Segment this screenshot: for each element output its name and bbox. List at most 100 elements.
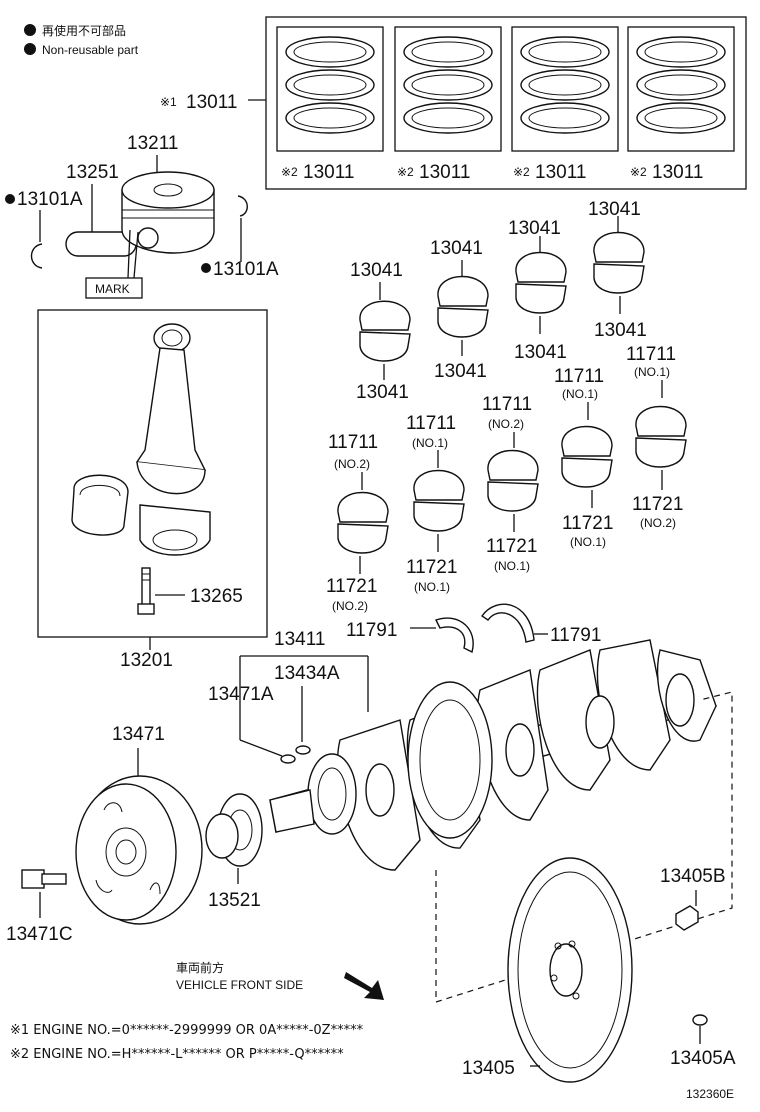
svg-text:※2: ※2 [281, 165, 298, 179]
rod-bearing-pair-1[interactable]: 13041 13041 [350, 260, 411, 403]
timing-gear-number[interactable]: 13521 [208, 890, 261, 911]
crankshaft-callouts: 13411 13434A 13471A [208, 629, 369, 757]
piston-ring-box: ※1 13011 ※2 13011 ※2 13011 ※2 13011 [160, 16, 747, 190]
rod-bearing-pair-2[interactable]: 13041 13041 [430, 238, 489, 382]
svg-text:11711[interactable]: 11711 [626, 344, 676, 365]
flywheel-mount-outline [435, 691, 733, 1003]
svg-text:(NO.1): (NO.1) [414, 580, 450, 594]
main-bearing-pair-1[interactable]: 11711 (NO.2) 11721 (NO.2) [326, 432, 389, 613]
svg-text:11791[interactable]: 11791 [550, 625, 601, 646]
svg-text:(NO.1): (NO.1) [412, 436, 448, 450]
svg-text:11711[interactable]: 11711 [482, 394, 532, 415]
direction-indicator: 車両前方 VEHICLE FRONT SIDE [176, 960, 384, 1000]
mark-box [85, 277, 143, 299]
svg-text:(NO.1): (NO.1) [570, 535, 606, 549]
rod-bearing-pair-4[interactable]: 13041 13041 [588, 199, 647, 341]
main-bearing-pair-3[interactable]: 11711 (NO.2) 11721 (NO.1) [482, 394, 539, 573]
illustration-code: 132360E [686, 1087, 734, 1101]
crank-keys[interactable] [280, 745, 311, 764]
svg-text:13041[interactable]: 13041 [594, 320, 647, 341]
crank-key-a-number[interactable]: 13434A [274, 663, 340, 684]
svg-text:11721[interactable]: 11721 [486, 536, 537, 557]
pulley-number[interactable]: 13471 [112, 724, 165, 745]
svg-text:※2: ※2 [630, 165, 647, 179]
snap-ring-right[interactable] [237, 195, 248, 217]
svg-text:(NO.1): (NO.1) [634, 365, 670, 379]
svg-text:(NO.2): (NO.2) [640, 516, 676, 530]
rod-bolt-number[interactable]: 13265 [190, 586, 243, 607]
snap-ring-left[interactable] [30, 243, 43, 269]
svg-text:(NO.1): (NO.1) [494, 559, 530, 573]
ring-set-1[interactable]: ※2 13011 [276, 26, 384, 183]
svg-text:※2: ※2 [513, 165, 530, 179]
pulley-bolt[interactable]: 13471C [6, 869, 73, 945]
svg-text:11711[interactable]: 11711 [554, 366, 604, 387]
legend-en: Non-reusable part [42, 43, 139, 57]
svg-text:11721[interactable]: 11721 [406, 557, 457, 578]
footnotes: ※1 ENGINE NO.=0******-2999999 OR 0A*****… [10, 1023, 364, 1062]
flywheel-plug-number[interactable]: 13405A [670, 1048, 736, 1069]
ring-set-number[interactable]: 13011 [303, 162, 354, 183]
legend: 再使用不可部品 Non-reusable part [24, 23, 139, 57]
svg-text:13041[interactable]: 13041 [430, 238, 483, 259]
svg-text:(NO.2): (NO.2) [334, 457, 370, 471]
ring-set-number[interactable]: 13011 [419, 162, 470, 183]
svg-text:13041[interactable]: 13041 [508, 218, 561, 239]
svg-text:11711[interactable]: 11711 [406, 413, 456, 434]
svg-text:11791[interactable]: 11791 [346, 620, 397, 641]
timing-gear[interactable]: 13521 [205, 793, 263, 911]
main-bearing-pair-5[interactable]: 11711 (NO.1) 11721 (NO.2) [626, 344, 687, 530]
ring-set-number[interactable]: 13011 [652, 162, 703, 183]
snap-ring-number[interactable]: 13101A [17, 189, 83, 210]
svg-text:11721[interactable]: 11721 [326, 576, 377, 597]
crankshaft[interactable] [269, 639, 718, 871]
svg-text:(NO.2): (NO.2) [332, 599, 368, 613]
direction-en: VEHICLE FRONT SIDE [176, 978, 303, 992]
crankshaft-number[interactable]: 13411 [274, 629, 325, 650]
svg-text:11721[interactable]: 11721 [632, 494, 683, 515]
ring-set-3[interactable]: ※2 13011 [511, 26, 619, 183]
flywheel-bolt[interactable]: 13405B [660, 866, 726, 931]
svg-text:11711[interactable]: 11711 [328, 432, 378, 453]
ring-set-4[interactable]: ※2 13011 [627, 26, 735, 183]
connecting-rod[interactable] [135, 323, 211, 556]
rod-bearing-shell[interactable] [71, 474, 129, 536]
rod-assembly-number[interactable]: 13201 [120, 650, 173, 671]
piston-pin-number[interactable]: 13251 [66, 162, 119, 183]
svg-text:(NO.1): (NO.1) [562, 387, 598, 401]
main-bearing-pair-4[interactable]: 11711 (NO.1) 11721 (NO.1) [554, 366, 613, 549]
ring-callout-number[interactable]: 13011 [186, 92, 237, 113]
ring-set-number[interactable]: 13011 [535, 162, 586, 183]
piston-number[interactable]: 13211 [127, 133, 178, 154]
legend-jp: 再使用不可部品 [42, 23, 126, 38]
thrust-washer-1[interactable] [435, 617, 474, 654]
svg-text:13041[interactable]: 13041 [356, 382, 409, 403]
direction-jp: 車両前方 [176, 960, 224, 975]
pulley-bolt-number[interactable]: 13471C [6, 924, 73, 945]
piston-assembly: 13211 13251 13101A 13101A MARK [5, 133, 279, 299]
svg-text:13041[interactable]: 13041 [588, 199, 641, 220]
flywheel[interactable]: 13405 [462, 857, 633, 1083]
flywheel-bolt-number[interactable]: 13405B [660, 866, 726, 887]
non-reusable-dot-icon [24, 43, 36, 55]
footnote-1: ※1 ENGINE NO.=0******-2999999 OR 0A*****… [10, 1023, 364, 1038]
svg-text:※2: ※2 [397, 165, 414, 179]
thrust-washers: 11791 11791 [346, 603, 601, 654]
mark-label: MARK [95, 282, 130, 296]
svg-text:11721[interactable]: 11721 [562, 513, 613, 534]
main-bearing-pair-2[interactable]: 11711 (NO.1) 11721 (NO.1) [406, 413, 465, 594]
crank-key-b-number[interactable]: 13471A [208, 684, 274, 705]
rod-bolt[interactable] [137, 567, 155, 615]
thrust-washer-2[interactable] [481, 603, 535, 643]
svg-text:13041[interactable]: 13041 [350, 260, 403, 281]
rod-bearing-pair-3[interactable]: 13041 13041 [508, 218, 567, 363]
ring-set-2[interactable]: ※2 13011 [394, 26, 502, 183]
svg-text:13041[interactable]: 13041 [514, 342, 567, 363]
crank-pulley[interactable]: 13471 [75, 724, 203, 925]
svg-text:13041[interactable]: 13041 [434, 361, 487, 382]
flywheel-number[interactable]: 13405 [462, 1058, 515, 1079]
flywheel-plug[interactable]: 13405A [670, 1014, 736, 1069]
snap-ring-number[interactable]: 13101A [213, 259, 279, 280]
